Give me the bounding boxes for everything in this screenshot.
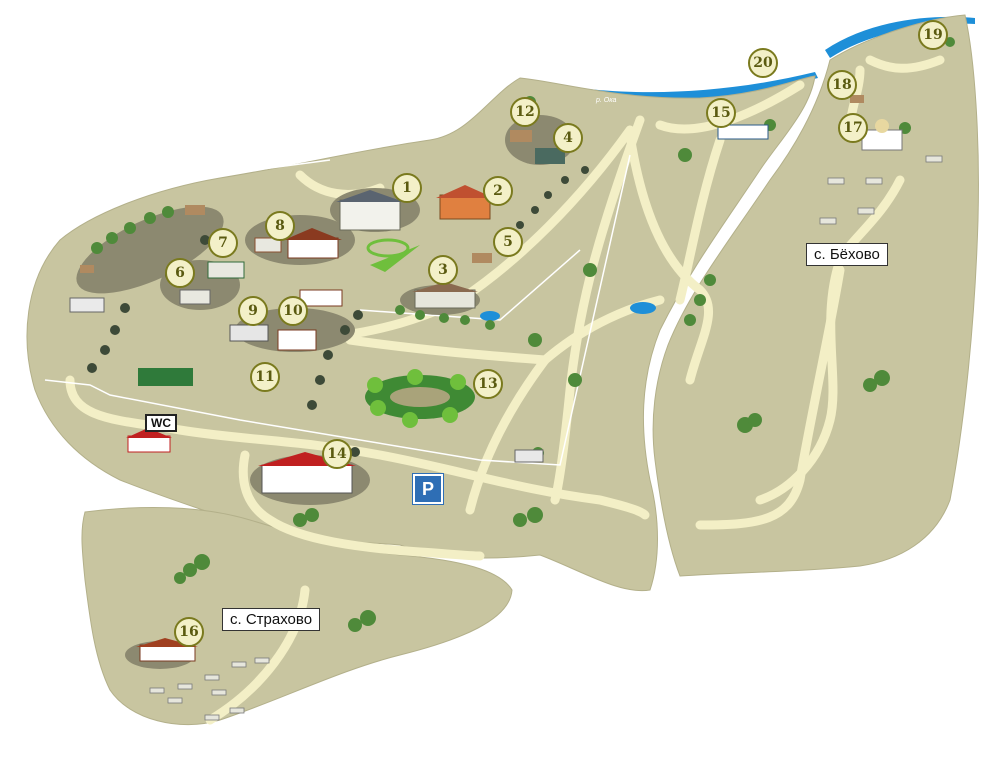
pond-3 <box>480 311 500 321</box>
pine-trees <box>87 166 589 457</box>
marker-16[interactable]: 16 <box>174 617 204 647</box>
marker-7[interactable]: 7 <box>208 228 238 258</box>
buildings <box>69 95 903 662</box>
wc-sign: WC <box>145 414 177 432</box>
marker-1[interactable]: 1 <box>392 173 422 203</box>
pond-2 <box>630 302 656 314</box>
round-flowerbed <box>366 238 420 272</box>
bekhovo-land <box>652 14 979 577</box>
marker-13[interactable]: 13 <box>473 369 503 399</box>
river-label: р. Ока <box>596 97 617 104</box>
marker-15[interactable]: 15 <box>706 98 736 128</box>
village-label-strakhovo: с. Страхово <box>222 608 321 631</box>
marker-8[interactable]: 8 <box>265 211 295 241</box>
marker-10[interactable]: 10 <box>278 296 308 326</box>
marker-12[interactable]: 12 <box>510 97 540 127</box>
marker-14[interactable]: 14 <box>322 439 352 469</box>
marker-5[interactable]: 5 <box>493 227 523 257</box>
marker-17[interactable]: 17 <box>838 113 868 143</box>
village-houses <box>149 155 943 721</box>
parking-sign: P <box>412 473 444 505</box>
marker-3[interactable]: 3 <box>428 255 458 285</box>
marker-4[interactable]: 4 <box>553 123 583 153</box>
star-garden <box>365 369 475 428</box>
marker-19[interactable]: 19 <box>918 20 948 50</box>
village-label-bekhovo: с. Бёхово <box>806 243 888 266</box>
marker-9[interactable]: 9 <box>238 296 268 326</box>
marker-11[interactable]: 11 <box>250 362 280 392</box>
marker-6[interactable]: 6 <box>165 258 195 288</box>
marker-2[interactable]: 2 <box>483 176 513 206</box>
marker-18[interactable]: 18 <box>827 70 857 100</box>
marker-20[interactable]: 20 <box>748 48 778 78</box>
